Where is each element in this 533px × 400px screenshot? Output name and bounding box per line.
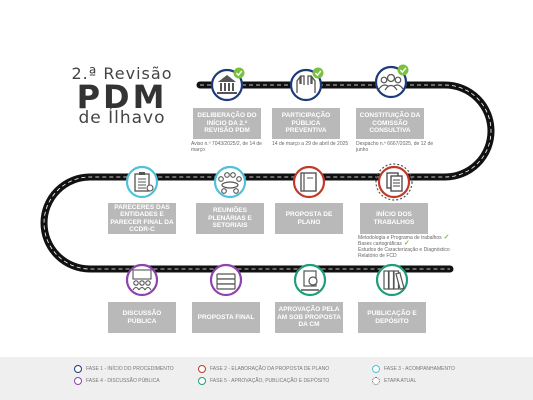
legend-dot bbox=[198, 377, 206, 385]
step-node bbox=[375, 263, 409, 297]
task-item: Metodologia e Programa de trabalhos ✓ bbox=[358, 234, 450, 241]
raised-hands-icon bbox=[296, 75, 316, 93]
title-line-2: PDM bbox=[76, 78, 168, 116]
current-step-ring bbox=[375, 163, 413, 201]
step-node bbox=[292, 165, 326, 199]
audience-icon bbox=[132, 269, 152, 291]
check-icon: ✓ bbox=[401, 240, 410, 247]
clipboard-icon bbox=[134, 172, 154, 192]
step-label-aprovacao: APROVAÇÃO PELA AM SOB PROPOSTA DA CM bbox=[275, 302, 343, 333]
step-note-constituicao: Despacho n.º 6667/2025, de 12 de junho bbox=[356, 141, 434, 153]
stamp-icon bbox=[301, 270, 319, 291]
step-label-proposta-plano: PROPOSTA DE PLANO bbox=[275, 203, 343, 234]
legend-dot bbox=[198, 365, 206, 373]
task-list: Metodologia e Programa de trabalhos ✓ Ba… bbox=[358, 234, 518, 259]
title-line-1: 2.ª Revisão bbox=[71, 64, 173, 83]
step-node bbox=[289, 67, 324, 102]
step-node bbox=[293, 263, 327, 297]
step-label-proposta-final: PROPOSTA FINAL bbox=[192, 302, 260, 333]
legend-item-phase4: FASE 4 - DISCUSSÃO PÚBLICA bbox=[74, 377, 160, 385]
step-note-deliberacao: Aviso n.º 7043/2025/2, de 14 de março bbox=[191, 141, 262, 153]
legend-item-current: ETAPA ATUAL bbox=[372, 377, 416, 385]
step-node bbox=[209, 263, 243, 297]
step-node bbox=[125, 263, 159, 297]
legend bbox=[0, 357, 533, 400]
step-label-publicacao: PUBLICAÇÃO E DEPÓSITO bbox=[358, 302, 426, 333]
step-label-constituicao: CONSTITUIÇÃO DA COMISSÃO CONSULTIVA bbox=[356, 108, 424, 139]
step-note-participacao: 14 de março a 29 de abril de 2025 bbox=[272, 141, 349, 147]
step-node bbox=[210, 67, 245, 102]
step-label-participacao: PARTICIPAÇÃO PÚBLICA PREVENTIVA bbox=[272, 108, 340, 139]
legend-item-phase3: FASE 3 - ACOMPANHAMENTO bbox=[372, 365, 455, 373]
step-node bbox=[375, 163, 413, 201]
title-line-3: de Ílhavo bbox=[78, 108, 166, 128]
step-label-pareceres: PARECERES DAS ENTIDADES E PARECER FINAL … bbox=[108, 203, 176, 234]
stacked-books-icon bbox=[216, 273, 236, 290]
check-icon: ✓ bbox=[441, 234, 450, 241]
legend-item-phase5: FASE 5 - APROVAÇÃO, PUBLICAÇÃO E DEPÓSIT… bbox=[198, 377, 329, 385]
step-node bbox=[213, 165, 247, 199]
step-node bbox=[125, 165, 159, 199]
legend-dot bbox=[372, 377, 380, 385]
step-label-reunioes: REUNIÕES PLENÁRIAS E SETORIAIS bbox=[196, 203, 264, 234]
step-label-inicio: INÍCIO DOS TRABALHOS bbox=[360, 203, 428, 234]
meeting-icon bbox=[218, 172, 242, 194]
task-item: Bases cartográficas ✓ bbox=[358, 240, 410, 247]
step-node bbox=[374, 64, 409, 99]
binders-icon bbox=[383, 270, 405, 290]
legend-dot bbox=[74, 365, 82, 373]
check-icon bbox=[397, 64, 409, 76]
check-icon bbox=[312, 67, 324, 79]
check-icon bbox=[233, 67, 245, 79]
task-item: Estudos de Caracterização e Diagnóstico bbox=[358, 247, 450, 253]
legend-item-phase1: FASE 1 - INÍCIO DO PROCEDIMENTO bbox=[74, 365, 174, 373]
book-icon bbox=[300, 172, 317, 192]
documents-icon bbox=[386, 172, 403, 192]
step-label-deliberacao: DELIBERAÇÃO DO INÍCIO DA 2.ª REVISÃO PDM bbox=[193, 108, 261, 139]
legend-dot bbox=[372, 365, 380, 373]
legend-item-phase2: FASE 2 - ELABORAÇÃO DA PROPOSTA DE PLANO bbox=[198, 365, 329, 373]
group-icon bbox=[378, 73, 404, 91]
step-label-discussao: DISCUSSÃO PÚBLICA bbox=[108, 302, 176, 333]
road-center-line bbox=[43, 84, 492, 270]
building-icon bbox=[217, 75, 237, 94]
step-circle bbox=[289, 68, 323, 102]
task-item: Relatório de FCD bbox=[358, 253, 397, 259]
legend-dot bbox=[74, 377, 82, 385]
